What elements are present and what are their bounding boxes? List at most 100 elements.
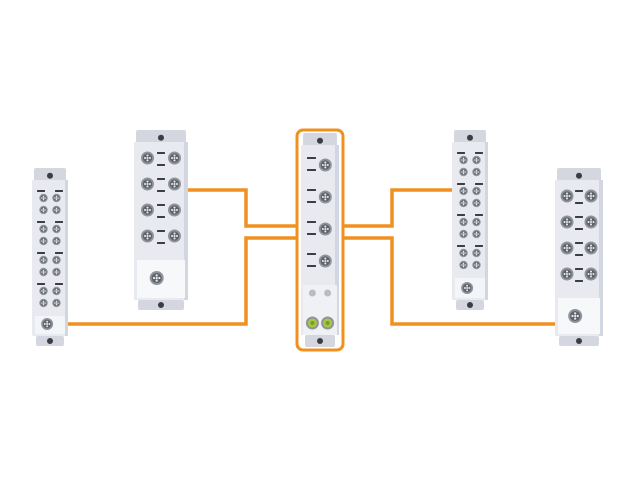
connector-port [318, 158, 332, 172]
label-slot [475, 152, 483, 154]
status-led [308, 289, 316, 297]
connector-port [168, 151, 181, 165]
ethernet-port-core [310, 321, 315, 325]
connector-port [52, 224, 61, 234]
module-body [32, 180, 68, 336]
cable-layer [68, 188, 555, 326]
module-body [452, 142, 488, 300]
label-slot [37, 252, 45, 254]
connector-port [472, 217, 481, 227]
connector-port [318, 254, 332, 268]
mount-hole [47, 172, 53, 179]
connector-port [141, 203, 154, 217]
io-module-right [555, 168, 603, 346]
label-slot [37, 283, 45, 285]
label-slot [55, 283, 63, 285]
connector-port [39, 298, 48, 308]
label-slot [575, 228, 583, 230]
connector-port [560, 215, 574, 229]
connector-port [168, 229, 181, 243]
io-module-left [32, 168, 68, 346]
label-slot [157, 178, 165, 180]
mount-hole [467, 302, 473, 308]
status-led [324, 289, 332, 297]
connector-port [472, 229, 481, 239]
mount-hole [576, 338, 582, 344]
mount-hole [317, 338, 323, 344]
label-slot [475, 183, 483, 185]
connector-port [459, 155, 468, 165]
label-slot [307, 157, 316, 159]
master-module [295, 128, 345, 352]
mount-hole [576, 172, 582, 179]
connector-port [472, 155, 481, 165]
connector-port [472, 198, 481, 208]
connector-port [168, 177, 181, 191]
connector-port [459, 217, 468, 227]
module-edge [599, 180, 603, 336]
label-slot [457, 183, 465, 185]
bus-connector [149, 271, 164, 285]
bus-connector [461, 282, 474, 294]
label-slot [575, 202, 583, 204]
mount-hole [158, 134, 164, 141]
label-slot [575, 216, 583, 218]
label-slot [575, 254, 583, 256]
label-slot [475, 245, 483, 247]
io-module-center-right [452, 130, 488, 310]
label-slot [157, 164, 165, 166]
label-slot [307, 169, 316, 171]
connector-port [39, 205, 48, 215]
mount-hole [158, 302, 164, 308]
connector-port [318, 190, 332, 204]
cable-master-to-center-left [188, 188, 297, 228]
module-edge [65, 180, 68, 336]
connector-port [52, 236, 61, 246]
connector-port [141, 177, 154, 191]
bus-connector [568, 309, 583, 323]
connector-port [459, 229, 468, 239]
connector-port [560, 267, 574, 281]
label-slot [575, 280, 583, 282]
label-slot [575, 268, 583, 270]
connector-port [39, 255, 48, 265]
selection-highlight [295, 128, 345, 352]
connector-port [52, 205, 61, 215]
cable-master-to-left [68, 236, 297, 326]
connector-port [584, 215, 598, 229]
connector-port [39, 267, 48, 277]
module-edge [335, 145, 339, 335]
connector-port [318, 222, 332, 236]
connector-port [52, 298, 61, 308]
connector-port [52, 286, 61, 296]
connector-port [39, 286, 48, 296]
connector-port [459, 198, 468, 208]
module-edge [184, 142, 188, 300]
label-slot [55, 221, 63, 223]
module-layer [32, 128, 603, 352]
connector-port [472, 186, 481, 196]
label-slot [157, 152, 165, 154]
connector-port [52, 193, 61, 203]
connector-port [584, 189, 598, 203]
label-slot [457, 152, 465, 154]
connector-port [459, 260, 468, 270]
cable-master-to-center-right [343, 188, 452, 228]
connector-port [560, 241, 574, 255]
label-slot [457, 245, 465, 247]
connector-port [39, 224, 48, 234]
label-slot [307, 265, 316, 267]
label-slot [307, 233, 316, 235]
connector-port [472, 248, 481, 258]
label-slot [157, 204, 165, 206]
connector-port [168, 203, 181, 217]
connector-port [52, 267, 61, 277]
label-slot [157, 216, 165, 218]
label-slot [457, 214, 465, 216]
label-slot [475, 214, 483, 216]
connector-port [472, 167, 481, 177]
connector-port [39, 193, 48, 203]
cable-master-to-right [343, 236, 555, 326]
io-module-center-left [134, 130, 188, 310]
